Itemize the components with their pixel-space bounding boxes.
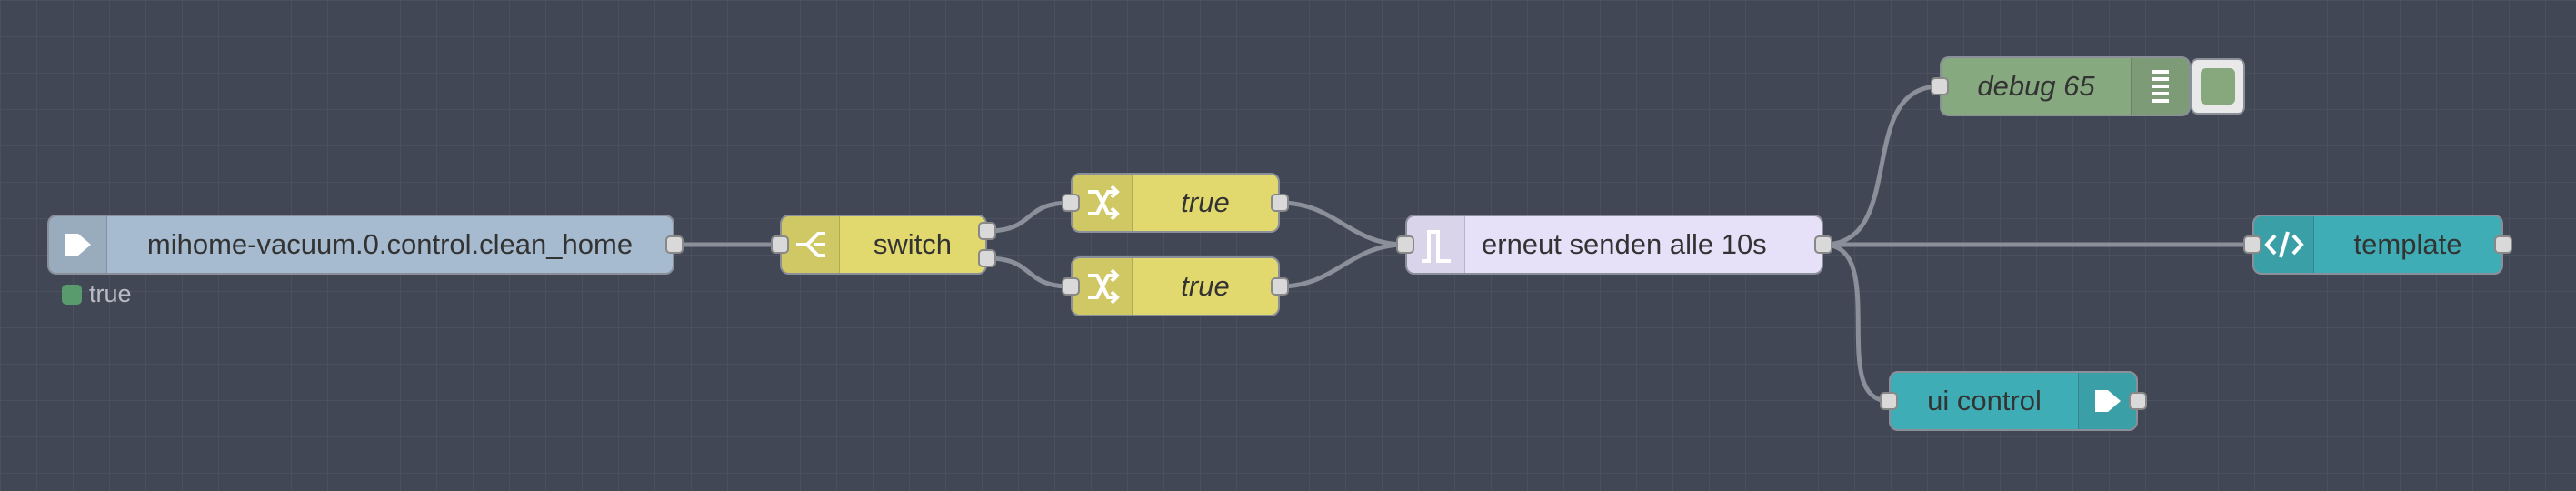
debug-node[interactable]: debug 65 — [1931, 56, 2191, 116]
trigger-node-label: erneut senden alle 10s — [1482, 228, 1767, 260]
debug-toggle-button[interactable] — [2191, 58, 2245, 115]
wire-switch-change-bottom — [986, 256, 1072, 289]
switch-node[interactable]: switch — [771, 215, 996, 275]
arrow-right-icon — [2078, 373, 2136, 429]
change-top-label: true — [1181, 186, 1230, 218]
debug-toggle-indicator — [2201, 68, 2235, 105]
switch-input-port[interactable] — [771, 235, 789, 254]
change-bottom-label: true — [1181, 270, 1230, 302]
shuffle-icon — [1073, 258, 1133, 315]
debug-input-port[interactable] — [1931, 77, 1949, 95]
template-node[interactable]: template — [2243, 215, 2512, 275]
inject-node[interactable]: mihome-vacuum.0.control.clean_home — [47, 215, 684, 275]
change-bottom-output-port[interactable] — [1271, 277, 1289, 296]
trigger-output-port[interactable] — [1814, 235, 1832, 254]
change-node-bottom[interactable]: true — [1062, 256, 1289, 316]
change-top-output-port[interactable] — [1271, 194, 1289, 212]
ui-control-node[interactable]: ui control — [1880, 371, 2147, 431]
wire-trigger-debug — [1822, 84, 1941, 247]
trigger-input-port[interactable] — [1396, 235, 1414, 254]
switch-node-label: switch — [873, 228, 953, 260]
ui-control-node-label: ui control — [1927, 385, 2042, 416]
wire-trigger-ui-control — [1822, 242, 1890, 404]
switch-icon — [782, 216, 840, 273]
wire-change-bottom-trigger — [1279, 242, 1406, 289]
pulse-icon — [1407, 216, 1465, 273]
inject-status: true — [62, 280, 132, 308]
switch-output-port-2[interactable] — [978, 249, 996, 267]
template-input-port[interactable] — [2243, 235, 2261, 254]
template-output-port[interactable] — [2494, 235, 2512, 254]
shuffle-icon — [1073, 175, 1133, 231]
wire-change-top-trigger — [1279, 200, 1406, 247]
switch-output-port-1[interactable] — [978, 222, 996, 240]
inject-status-text: true — [89, 280, 132, 307]
wire-switch-change-top — [986, 200, 1072, 234]
change-node-top[interactable]: true — [1062, 173, 1289, 233]
list-icon — [2131, 58, 2189, 115]
inject-output-port[interactable] — [665, 235, 684, 254]
trigger-node[interactable]: erneut senden alle 10s — [1396, 215, 1832, 275]
ui-control-output-port[interactable] — [2129, 392, 2147, 410]
status-dot-icon — [62, 284, 82, 305]
arrow-right-icon — [49, 216, 107, 273]
debug-node-label: debug 65 — [1977, 70, 2095, 102]
change-top-input-port[interactable] — [1062, 194, 1080, 212]
change-bottom-input-port[interactable] — [1062, 277, 1080, 296]
ui-control-input-port[interactable] — [1880, 392, 1898, 410]
template-node-label: template — [2353, 228, 2462, 260]
code-icon — [2254, 216, 2314, 273]
inject-node-label: mihome-vacuum.0.control.clean_home — [146, 228, 634, 260]
